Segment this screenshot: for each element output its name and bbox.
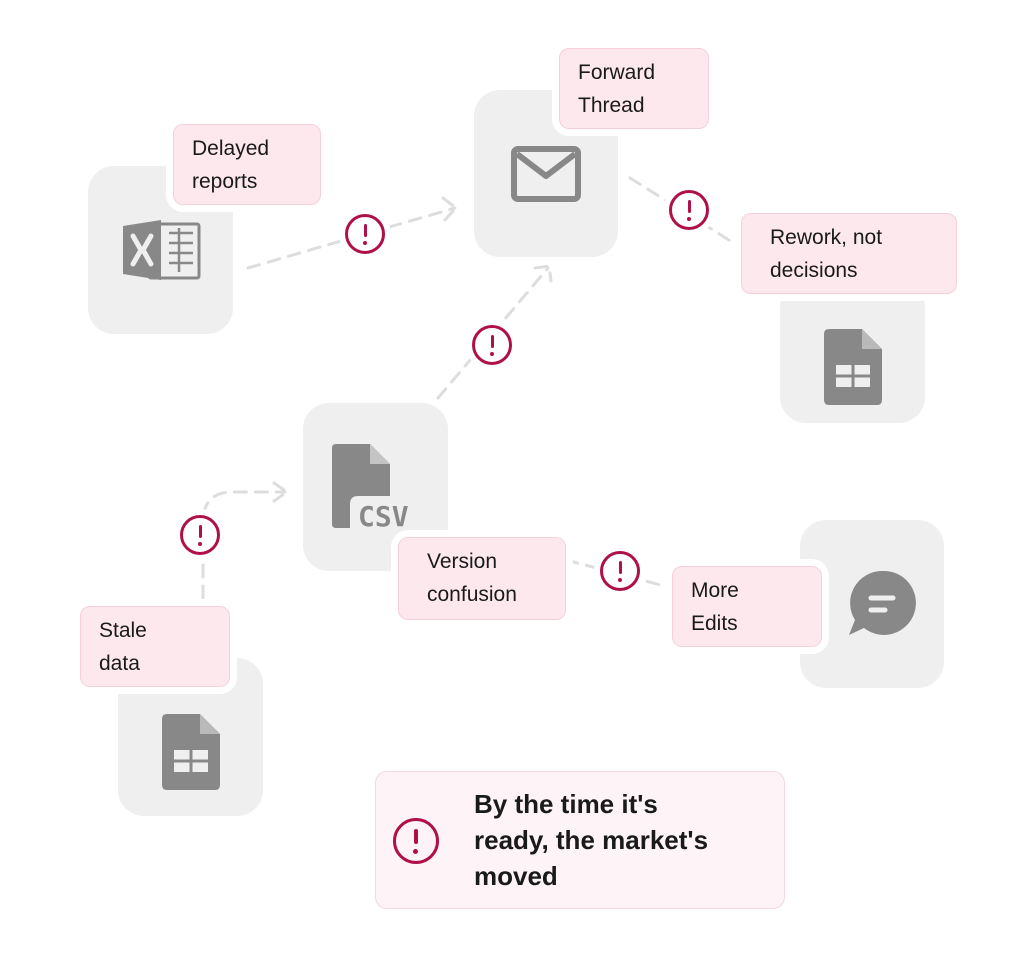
label-more-edits: More Edits: [672, 566, 822, 647]
exclamation-circle-icon: [472, 325, 512, 365]
exclamation-circle-icon: [600, 551, 640, 591]
arrowhead: [533, 264, 553, 283]
excel-icon: [121, 218, 201, 282]
label-forward-thread: Forward Thread: [559, 48, 709, 129]
chat-bubble-icon: [847, 569, 917, 639]
chat-tile: [800, 520, 944, 688]
callout-text: By the time it's ready, the market's mov…: [474, 789, 709, 891]
label-delayed-reports: Delayed reports: [173, 124, 321, 205]
arrowhead: [441, 196, 458, 222]
exclamation-circle-icon: [669, 190, 709, 230]
google-sheets-icon: [823, 328, 882, 405]
arrowhead: [272, 481, 289, 503]
excel-tile: [88, 166, 233, 334]
market-moved-callout: By the time it's ready, the market's mov…: [375, 771, 785, 909]
label-stale-data: Stale data: [80, 606, 230, 687]
exclamation-circle-icon: [345, 214, 385, 254]
google-sheets-icon: [161, 714, 220, 790]
label-rework-not-decisions: Rework, not decisions: [741, 213, 957, 294]
label-version-confusion: Version confusion: [398, 537, 566, 620]
svg-text:CSV: CSV: [358, 500, 409, 530]
csv-file-icon: CSV: [331, 444, 420, 530]
sheet-tile-right: [780, 282, 925, 423]
exclamation-circle-icon: [393, 818, 439, 864]
exclamation-circle-icon: [180, 515, 220, 555]
mail-icon: [511, 145, 581, 202]
